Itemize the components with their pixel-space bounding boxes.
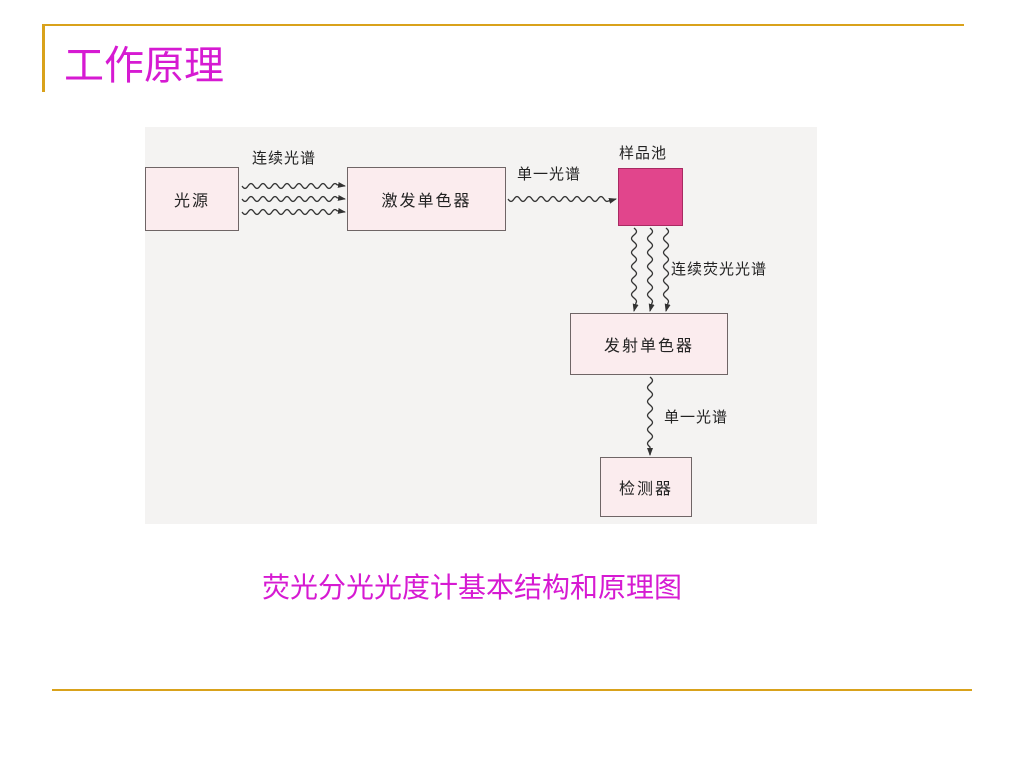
wave-arrow-emission-to-detector bbox=[646, 376, 654, 456]
label-continuous-fluorescence-spectrum: 连续荧光光谱 bbox=[671, 260, 768, 278]
excitation-monochromator-box: 激发单色器 bbox=[347, 167, 506, 231]
detector-box: 检测器 bbox=[600, 457, 692, 517]
wave-sample-1 bbox=[630, 227, 639, 312]
label-single-spectrum-top: 单一光谱 bbox=[517, 165, 582, 183]
label-sample-cell: 样品池 bbox=[619, 144, 668, 162]
wave-arrows-sample-to-emission bbox=[630, 227, 671, 312]
light-source-box: 光源 bbox=[145, 167, 239, 231]
wave-source-3 bbox=[241, 207, 346, 216]
wave-source-2 bbox=[241, 194, 346, 203]
wave-source-1 bbox=[241, 181, 346, 190]
sample-cell-box bbox=[618, 168, 683, 226]
wave-arrow-excitation-to-sample bbox=[507, 195, 617, 204]
label-single-spectrum-bottom: 单一光谱 bbox=[664, 408, 729, 426]
wave-sample-2 bbox=[646, 227, 655, 312]
top-rule bbox=[44, 24, 964, 26]
label-continuous-spectrum: 连续光谱 bbox=[252, 149, 317, 167]
slide-title: 工作原理 bbox=[64, 43, 224, 89]
bottom-rule bbox=[52, 689, 972, 691]
wave-sample-3 bbox=[662, 227, 671, 312]
diagram-connectors bbox=[241, 181, 671, 456]
diagram-figure: 光源 激发单色器 发射单色器 检测器 连续光谱 单一光谱 样品池 连续荧光光谱 … bbox=[145, 127, 817, 524]
wave-emit-1 bbox=[646, 376, 654, 456]
wave-arrows-source-to-excitation bbox=[241, 181, 346, 216]
emission-monochromator-box: 发射单色器 bbox=[570, 313, 728, 375]
wave-excite-1 bbox=[507, 195, 617, 204]
figure-caption: 荧光分光光度计基本结构和原理图 bbox=[261, 571, 682, 604]
left-accent-rule bbox=[42, 24, 45, 92]
